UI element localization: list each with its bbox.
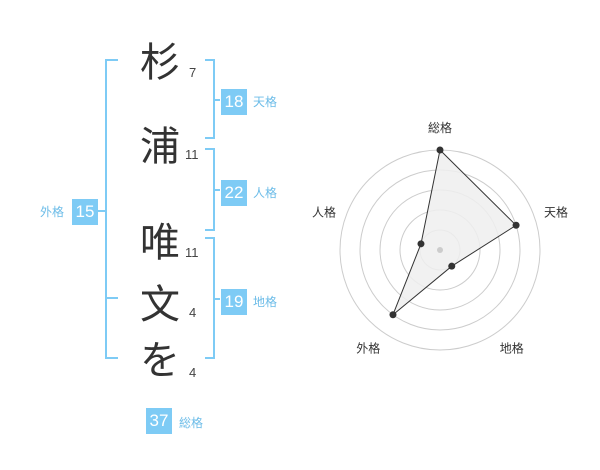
radar-points	[389, 146, 520, 319]
name-char-4: 文	[140, 282, 180, 328]
stroke-count-4: 4	[189, 305, 197, 320]
radar-point-4	[389, 311, 397, 319]
tenkaku-bracket	[205, 59, 220, 139]
tenkaku-label: 天格	[253, 95, 278, 109]
name-char-1: 杉	[140, 40, 180, 86]
radar-point-1	[436, 146, 444, 154]
name-char-2: 浦	[140, 124, 180, 170]
stroke-count-1: 7	[189, 65, 197, 80]
radar-axis-label-1: 総格	[428, 120, 452, 135]
name-char-5: を	[140, 338, 180, 384]
radar-axis-label-3: 地格	[500, 341, 524, 356]
stroke-count-2: 11	[185, 147, 199, 162]
stroke-count-5: 4	[189, 365, 197, 380]
jinkaku-bracket	[205, 148, 220, 231]
chikaku-bracket	[205, 237, 220, 359]
radar-axis-label-2: 天格	[544, 204, 568, 219]
jinkaku-label: 人格	[253, 186, 278, 200]
radar-center-dot	[437, 247, 443, 253]
soukaku-label: 総格	[179, 416, 204, 430]
radar-point-3	[448, 262, 456, 270]
gaikaku-bracket	[95, 59, 118, 359]
chikaku-badge: 19	[221, 289, 247, 315]
radar-point-5	[417, 240, 425, 248]
stroke-count-3: 11	[185, 245, 199, 260]
soukaku-badge: 37	[146, 408, 172, 434]
chikaku-label: 地格	[253, 295, 278, 309]
radar-series-polygon	[392, 148, 517, 316]
radar-axis-label-5: 人格	[312, 204, 336, 219]
radar-point-2	[512, 221, 520, 229]
tenkaku-badge: 18	[221, 89, 247, 115]
jinkaku-badge: 22	[221, 180, 247, 206]
radar-axis-label-4: 外格	[356, 341, 380, 356]
gaikaku-label: 外格	[40, 205, 65, 219]
gaikaku-badge: 15	[72, 199, 98, 225]
name-char-3: 唯	[140, 220, 180, 266]
